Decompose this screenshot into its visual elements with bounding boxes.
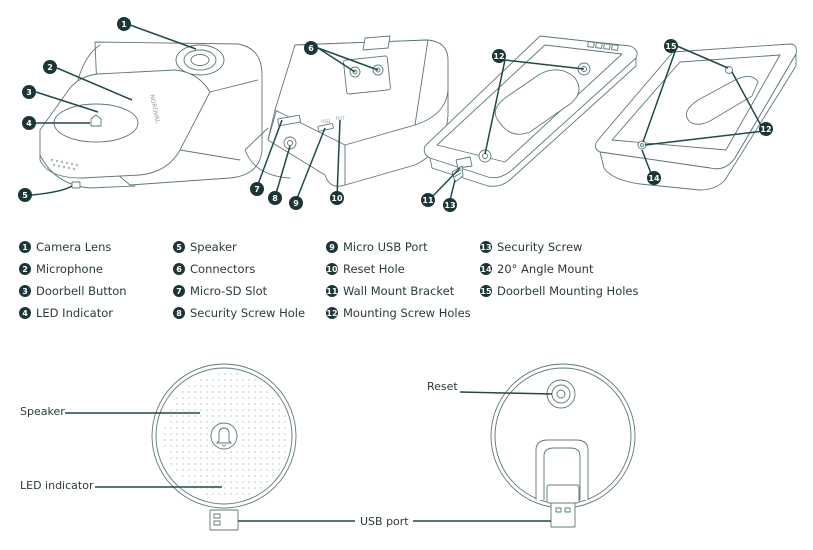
svg-text:11: 11 [326, 287, 338, 296]
legend-item-7: 7 Micro-SD Slot [173, 284, 268, 298]
svg-text:4: 4 [22, 309, 28, 318]
svg-text:Microphone: Microphone [36, 262, 103, 276]
badge-3: 3 [22, 85, 36, 99]
svg-text:5: 5 [22, 191, 28, 200]
badge-6: 6 [304, 41, 318, 55]
svg-text:Speaker: Speaker [190, 240, 237, 254]
badge-9: 9 [289, 196, 303, 210]
svg-text:LED Indicator: LED Indicator [36, 306, 113, 320]
svg-text:4: 4 [26, 119, 32, 128]
svg-text:10: 10 [326, 265, 338, 274]
badge-1: 1 [117, 17, 131, 31]
chime-speaker-label: Speaker [20, 405, 65, 418]
badge-15: 15 [664, 39, 678, 53]
badge-2: 2 [43, 60, 57, 74]
svg-text:14: 14 [648, 174, 660, 183]
badge-12-b: 12 [759, 122, 773, 136]
legend-item-4: 4 LED Indicator [19, 306, 113, 320]
chime-reset-label: Reset [427, 380, 458, 393]
bell-icon [216, 427, 232, 447]
legend-item-15: 15 Doorbell Mounting Holes [480, 284, 639, 298]
svg-text:13: 13 [480, 243, 491, 252]
doorbell-speaker-grille [50, 158, 79, 171]
svg-text:Security Screw: Security Screw [497, 240, 582, 254]
angle-mount-view [595, 43, 797, 191]
legend-item-13: 13 Security Screw [480, 240, 582, 254]
svg-text:6: 6 [176, 265, 182, 274]
svg-text:Doorbell Mounting Holes: Doorbell Mounting Holes [497, 284, 639, 298]
svg-text:Security Screw Hole: Security Screw Hole [190, 306, 305, 320]
svg-text:Mounting Screw Holes: Mounting Screw Holes [343, 306, 471, 320]
svg-text:1: 1 [121, 20, 127, 29]
svg-text:Wall Mount Bracket: Wall Mount Bracket [343, 284, 455, 298]
callout-badges: 1 2 3 4 5 6 7 8 9 10 12 11 13 15 12 14 [18, 17, 773, 212]
svg-text:Reset Hole: Reset Hole [343, 262, 405, 276]
svg-text:Camera Lens: Camera Lens [36, 240, 111, 254]
legend-item-14: 14 20° Angle Mount [480, 262, 594, 276]
legend-item-11: 11 Wall Mount Bracket [326, 284, 455, 298]
svg-text:2: 2 [22, 265, 28, 274]
chime-led-label: LED indicator [20, 479, 94, 492]
svg-text:9: 9 [329, 243, 335, 252]
legend-item-2: 2 Microphone [19, 262, 103, 276]
svg-text:7: 7 [254, 185, 260, 194]
svg-text:Micro USB Port: Micro USB Port [343, 240, 428, 254]
svg-text:15: 15 [480, 287, 492, 296]
legend-item-3: 3 Doorbell Button [19, 284, 127, 298]
svg-text:Connectors: Connectors [190, 262, 255, 276]
legend-item-9: 9 Micro USB Port [326, 240, 428, 254]
reset-hole-marking: RST [336, 116, 345, 122]
legend: 1 Camera Lens 2 Microphone 3 Doorbell Butto… [19, 240, 639, 320]
badge-13: 13 [443, 198, 457, 212]
badge-11: 11 [421, 193, 435, 207]
svg-text:12: 12 [760, 125, 771, 134]
svg-text:15: 15 [665, 42, 677, 51]
usb-port-marking: USB [321, 119, 330, 125]
legend-item-6: 6 Connectors [173, 262, 255, 276]
svg-text:8: 8 [176, 309, 182, 318]
badge-8: 8 [268, 191, 282, 205]
badge-10: 10 [330, 191, 344, 205]
chime-front-view [151, 363, 297, 531]
svg-text:14: 14 [480, 265, 492, 274]
legend-item-12: 12 Mounting Screw Holes [326, 306, 471, 320]
badge-5: 5 [18, 188, 32, 202]
svg-text:8: 8 [272, 194, 278, 203]
svg-text:5: 5 [176, 243, 182, 252]
svg-text:12: 12 [326, 309, 337, 318]
callout-leaders [31, 24, 765, 205]
svg-text:12: 12 [493, 52, 504, 61]
chime-back-view [490, 363, 636, 528]
badge-14: 14 [647, 171, 661, 185]
svg-text:Micro-SD Slot: Micro-SD Slot [190, 284, 268, 298]
badge-7: 7 [250, 182, 264, 196]
doorbell-back-view: USB RST [244, 35, 449, 187]
svg-text:13: 13 [444, 201, 455, 210]
svg-text:1: 1 [22, 243, 28, 252]
svg-text:7: 7 [176, 287, 182, 296]
svg-text:2: 2 [47, 63, 53, 72]
wall-mount-bracket-view [423, 35, 638, 187]
legend-item-5: 5 Speaker [173, 240, 237, 254]
badge-12-a: 12 [492, 49, 506, 63]
svg-text:20° Angle Mount: 20° Angle Mount [497, 262, 594, 276]
svg-text:11: 11 [422, 196, 434, 205]
usb-port-label: USB port [360, 515, 409, 528]
svg-text:Doorbell Button: Doorbell Button [36, 284, 127, 298]
badge-4: 4 [22, 116, 36, 130]
svg-text:3: 3 [22, 287, 28, 296]
svg-text:6: 6 [308, 44, 314, 53]
doorbell-front-view: NORDVAL [39, 41, 263, 189]
legend-item-10: 10 Reset Hole [326, 262, 405, 276]
legend-item-1: 1 Camera Lens [19, 240, 111, 254]
svg-text:10: 10 [331, 194, 343, 203]
svg-text:9: 9 [293, 199, 299, 208]
legend-item-8: 8 Security Screw Hole [173, 306, 305, 320]
svg-text:3: 3 [26, 88, 32, 97]
